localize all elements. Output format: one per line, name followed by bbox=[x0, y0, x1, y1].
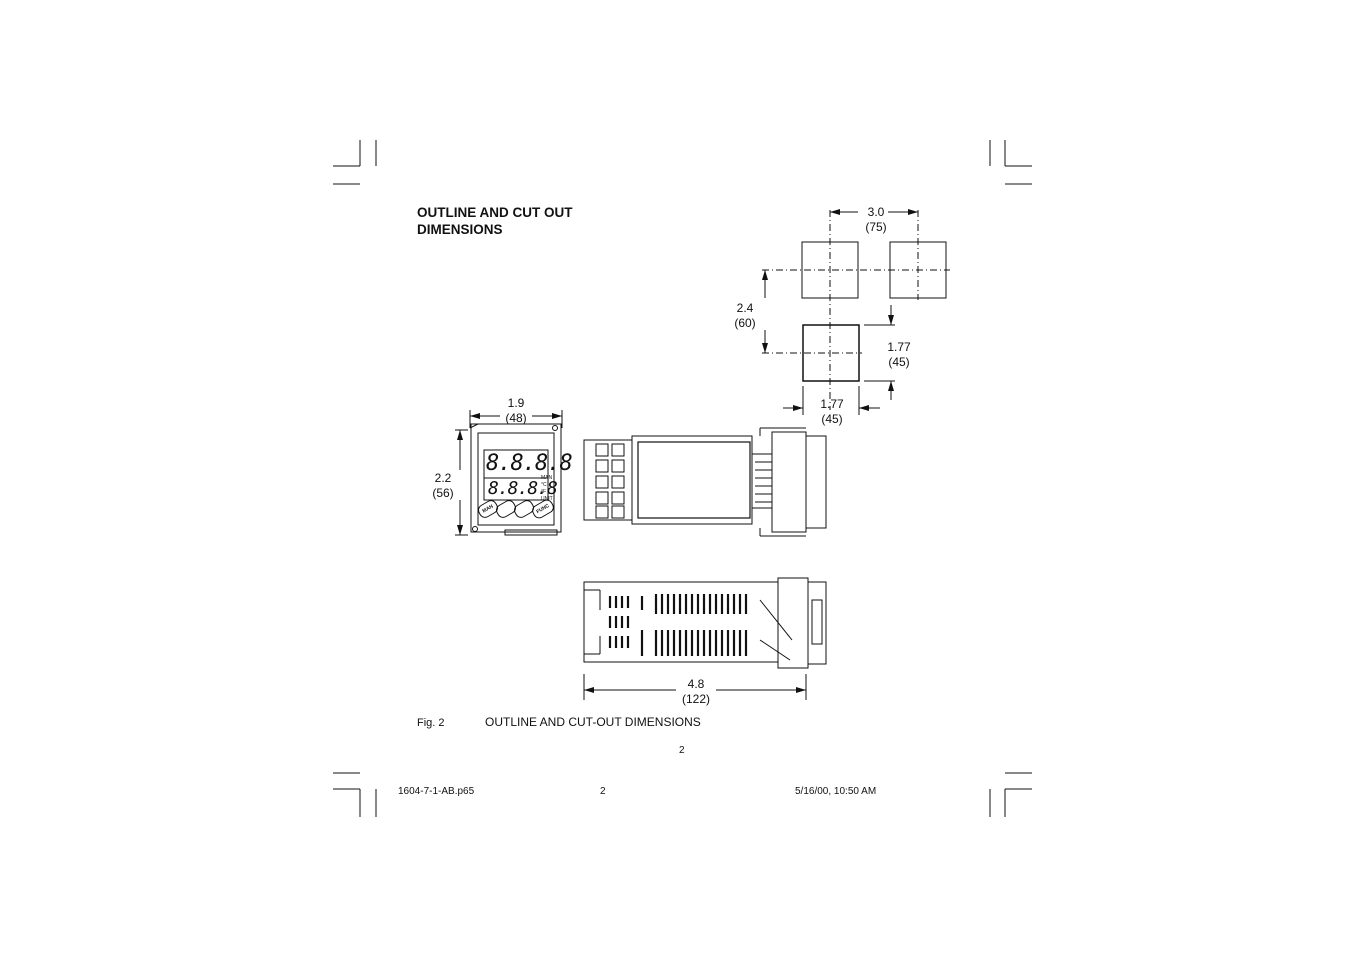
side-view-bottom bbox=[583, 577, 827, 700]
footer-file: 1604-7-1-AB.p65 bbox=[398, 786, 475, 797]
indicator-man: MAN bbox=[541, 475, 553, 481]
dimension-mm: (122) bbox=[681, 692, 710, 706]
dimension-mm: (75) bbox=[865, 220, 887, 234]
crop-mark-bottom-left bbox=[333, 772, 377, 817]
display-upper: 8.8.8.8 bbox=[486, 451, 573, 476]
figure-caption: OUTLINE AND CUT-OUT DIMENSIONS bbox=[485, 715, 701, 729]
dimension-label-hole-width: 1.77 (45) bbox=[813, 397, 851, 427]
dimension-value: 4.8 bbox=[687, 677, 705, 691]
section-title-line2: DIMENSIONS bbox=[417, 222, 503, 237]
dimension-mm: (56) bbox=[432, 486, 454, 500]
cutout-diagram bbox=[762, 210, 950, 415]
dimension-value: 3.0 bbox=[867, 205, 885, 219]
dimension-value: 2.4 bbox=[736, 301, 754, 315]
dimension-mm: (45) bbox=[821, 412, 843, 426]
dimension-label-pitch-vertical: 2.4 (60) bbox=[728, 301, 762, 331]
crop-mark-top-left bbox=[333, 140, 377, 185]
dimension-value: 1.9 bbox=[507, 396, 525, 410]
dimension-mm: (60) bbox=[734, 316, 756, 330]
dimension-value: 2.2 bbox=[434, 471, 452, 485]
dimension-label-depth: 4.8 (122) bbox=[676, 677, 716, 707]
indicator-celsius: °C bbox=[541, 482, 547, 488]
display-lower: 8.8.8.8 bbox=[488, 478, 558, 499]
dimension-mm: (45) bbox=[888, 355, 910, 369]
indicator-unit: UNIT bbox=[541, 496, 553, 502]
section-title: OUTLINE AND CUT OUT DIMENSIONS bbox=[417, 204, 573, 238]
crop-mark-top-right bbox=[989, 140, 1032, 185]
vent-slots bbox=[608, 594, 748, 656]
page-number: 2 bbox=[679, 745, 685, 756]
dimension-label-front-width: 1.9 (48) bbox=[498, 396, 534, 426]
dimension-mm: (48) bbox=[505, 411, 527, 425]
figure-label: Fig. 2 bbox=[417, 717, 445, 729]
side-view-top bbox=[583, 427, 827, 537]
crop-mark-bottom-right bbox=[989, 772, 1032, 817]
dimension-label-front-height: 2.2 (56) bbox=[426, 471, 460, 501]
footer-page: 2 bbox=[600, 786, 606, 797]
dimension-label-pitch-horizontal: 3.0 (75) bbox=[858, 205, 894, 235]
dimension-label-hole-height: 1.77 (45) bbox=[880, 340, 918, 370]
indicator-list: MAN °C °F UNIT bbox=[541, 475, 553, 503]
dimension-value: 1.77 bbox=[820, 397, 844, 411]
indicator-fahrenheit: °F bbox=[541, 489, 547, 495]
dimension-value: 1.77 bbox=[887, 340, 911, 354]
footer-timestamp: 5/16/00, 10:50 AM bbox=[795, 786, 877, 797]
section-title-line1: OUTLINE AND CUT OUT bbox=[417, 205, 573, 220]
